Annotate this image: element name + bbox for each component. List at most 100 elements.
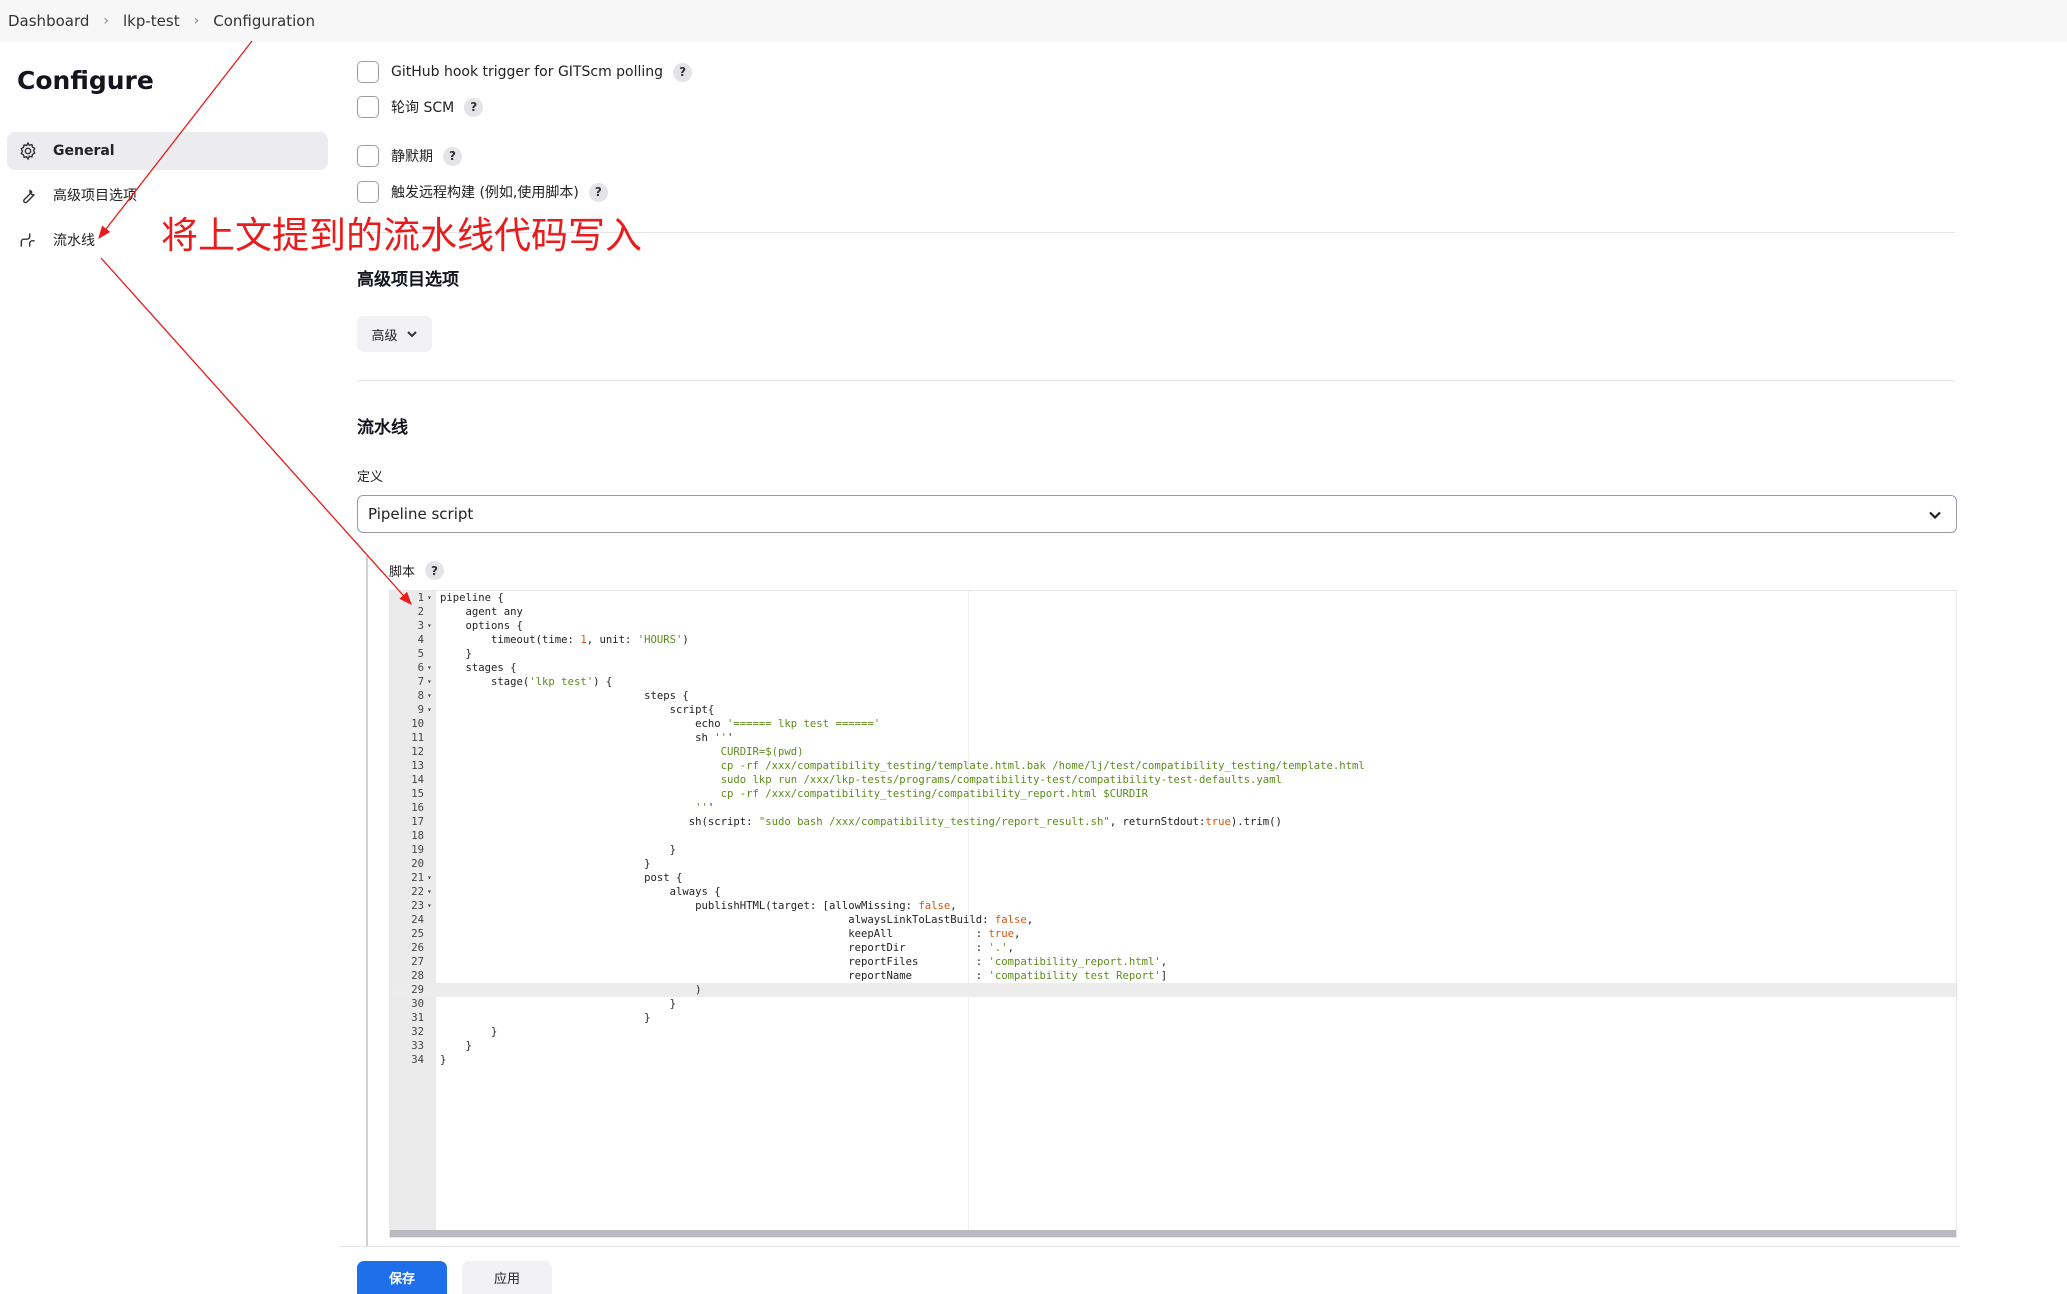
fold-arrow-icon[interactable]: ▾: [427, 593, 432, 602]
fold-arrow-icon[interactable]: ▾: [427, 705, 432, 714]
code-text: ): [440, 984, 702, 996]
code-line[interactable]: 6▾ stages {: [390, 661, 1956, 675]
chevron-down-icon: [406, 331, 417, 338]
code-line[interactable]: 21▾ post {: [390, 871, 1956, 885]
code-text: cp -rf /xxx/compatibility_testing/compat…: [440, 788, 1148, 800]
code-text: publishHTML(target: [allowMissing: false…: [440, 900, 957, 912]
code-line[interactable]: 30 }: [390, 997, 1956, 1011]
code-text: reportDir : '.',: [440, 942, 1015, 954]
code-text: CURDIR=$(pwd): [440, 746, 804, 758]
trigger-quiet-period[interactable]: 静默期 ?: [357, 145, 462, 167]
code-line[interactable]: 19 }: [390, 843, 1956, 857]
code-text: script{: [440, 704, 715, 716]
code-line[interactable]: 17 sh(script: "sudo bash /xxx/compatibil…: [390, 815, 1956, 829]
checkbox[interactable]: [357, 145, 379, 167]
sidebar-item-general[interactable]: General: [7, 132, 328, 170]
code-text: }: [440, 1054, 447, 1066]
code-line[interactable]: 26 reportDir : '.',: [390, 941, 1956, 955]
code-line[interactable]: 8▾ steps {: [390, 689, 1956, 703]
code-line[interactable]: 34}: [390, 1053, 1956, 1067]
wrench-icon: [17, 184, 39, 206]
code-text: sh(script: "sudo bash /xxx/compatibility…: [440, 816, 1282, 828]
code-line[interactable]: 9▾ script{: [390, 703, 1956, 717]
sidebar-item-pipeline[interactable]: 流水线: [7, 221, 328, 259]
trigger-remote-build[interactable]: 触发远程构建 (例如,使用脚本) ?: [357, 181, 608, 203]
code-line[interactable]: 20 }: [390, 857, 1956, 871]
code-line[interactable]: 3▾ options {: [390, 619, 1956, 633]
code-line[interactable]: 23▾ publishHTML(target: [allowMissing: f…: [390, 899, 1956, 913]
line-number: 8: [417, 690, 424, 702]
trigger-github-hook[interactable]: GitHub hook trigger for GITScm polling ?: [357, 61, 693, 83]
help-icon[interactable]: ?: [443, 146, 462, 166]
save-button[interactable]: 保存: [357, 1261, 447, 1294]
code-line[interactable]: 33 }: [390, 1039, 1956, 1053]
trigger-label: 轮询 SCM: [391, 100, 455, 116]
code-line[interactable]: 14 sudo lkp run /xxx/lkp-tests/programs/…: [390, 773, 1956, 787]
pipeline-section-title: 流水线: [357, 418, 408, 438]
checkbox[interactable]: [357, 61, 379, 83]
code-line[interactable]: 1▾pipeline {: [390, 591, 1956, 605]
trigger-poll-scm[interactable]: 轮询 SCM ?: [357, 96, 484, 118]
code-line[interactable]: 10 echo '====== lkp test ======': [390, 717, 1956, 731]
code-line[interactable]: 7▾ stage('lkp test') {: [390, 675, 1956, 689]
fold-arrow-icon[interactable]: ▾: [427, 677, 432, 686]
code-line[interactable]: 29 ): [390, 983, 1956, 997]
advanced-button-label: 高级: [371, 328, 398, 344]
code-line[interactable]: 18: [390, 829, 1956, 843]
line-number: 13: [411, 760, 424, 772]
breadcrumb-job[interactable]: lkp-test: [123, 12, 180, 30]
code-line[interactable]: 2 agent any: [390, 605, 1956, 619]
code-line[interactable]: 11 sh ''': [390, 731, 1956, 745]
code-text: post {: [440, 872, 683, 884]
breadcrumb-dashboard[interactable]: Dashboard: [8, 12, 90, 30]
code-line[interactable]: 27 reportFiles : 'compatibility_report.h…: [390, 955, 1956, 969]
code-line[interactable]: 12 CURDIR=$(pwd): [390, 745, 1956, 759]
code-line[interactable]: 24 alwaysLinkToLastBuild: false,: [390, 913, 1956, 927]
fold-arrow-icon[interactable]: ▾: [427, 887, 432, 896]
code-line[interactable]: 28 reportName : 'compatibility test Repo…: [390, 969, 1956, 983]
line-number: 30: [411, 998, 424, 1010]
fold-arrow-icon[interactable]: ▾: [427, 621, 432, 630]
fold-arrow-icon[interactable]: ▾: [427, 901, 432, 910]
advanced-toggle-button[interactable]: 高级: [357, 316, 432, 352]
apply-button[interactable]: 应用: [462, 1261, 552, 1294]
code-text: stage('lkp test') {: [440, 676, 613, 688]
code-text: pipeline {: [440, 592, 504, 604]
chevron-down-icon: [1929, 511, 1941, 520]
code-line[interactable]: 4 timeout(time: 1, unit: 'HOURS'): [390, 633, 1956, 647]
line-number: 33: [411, 1040, 424, 1052]
code-line[interactable]: 32 }: [390, 1025, 1956, 1039]
fold-arrow-icon[interactable]: ▾: [427, 663, 432, 672]
code-text: stages {: [440, 662, 517, 674]
help-icon[interactable]: ?: [673, 62, 693, 82]
code-text: always {: [440, 886, 721, 898]
line-number: 5: [417, 648, 424, 660]
code-text: reportName : 'compatibility test Report'…: [440, 970, 1168, 982]
code-line[interactable]: 13 cp -rf /xxx/compatibility_testing/tem…: [390, 759, 1956, 773]
code-text: timeout(time: 1, unit: 'HOURS'): [440, 634, 689, 646]
fold-arrow-icon[interactable]: ▾: [427, 873, 432, 882]
horizontal-scrollbar[interactable]: [390, 1230, 1956, 1237]
code-line[interactable]: 16 ''': [390, 801, 1956, 815]
definition-select[interactable]: Pipeline script: [357, 495, 1957, 533]
code-line[interactable]: 5 }: [390, 647, 1956, 661]
fold-arrow-icon[interactable]: ▾: [427, 691, 432, 700]
code-text: agent any: [440, 606, 523, 618]
code-line[interactable]: 15 cp -rf /xxx/compatibility_testing/com…: [390, 787, 1956, 801]
help-icon[interactable]: ?: [425, 561, 445, 580]
checkbox[interactable]: [357, 96, 379, 118]
code-line[interactable]: 22▾ always {: [390, 885, 1956, 899]
checkbox[interactable]: [357, 181, 379, 203]
line-number: 15: [411, 788, 424, 800]
code-line[interactable]: 31 }: [390, 1011, 1956, 1025]
code-line[interactable]: 25 keepAll : true,: [390, 927, 1956, 941]
help-icon[interactable]: ?: [464, 97, 484, 117]
line-number: 10: [411, 718, 424, 730]
trigger-label: GitHub hook trigger for GITScm polling: [391, 64, 664, 80]
help-icon[interactable]: ?: [588, 182, 608, 202]
breadcrumb-configuration[interactable]: Configuration: [213, 12, 315, 30]
line-number: 23: [411, 900, 424, 912]
definition-select-value: Pipeline script: [368, 505, 474, 523]
